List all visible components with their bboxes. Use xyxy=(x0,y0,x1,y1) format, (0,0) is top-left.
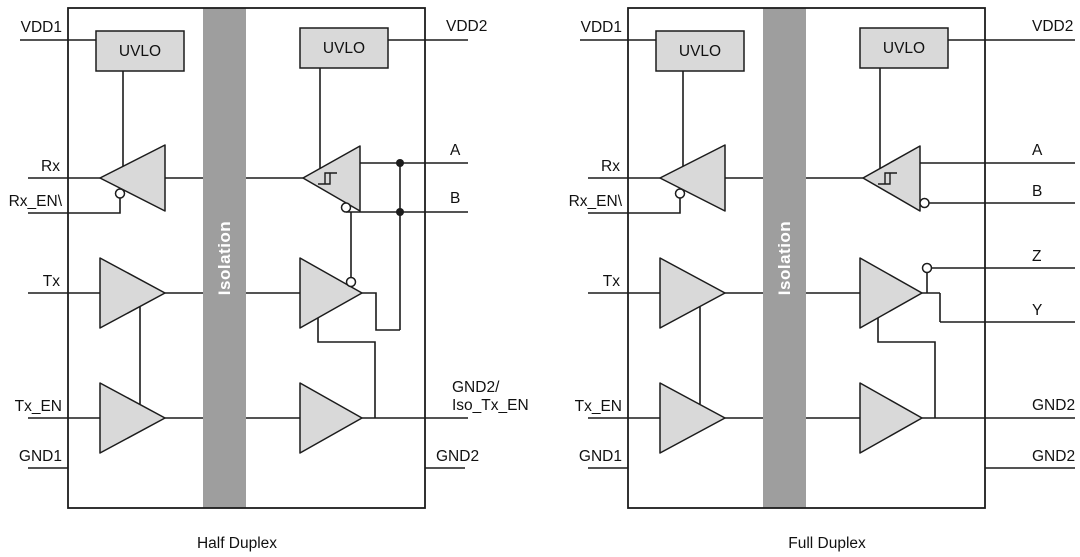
driver-enable-route-line xyxy=(877,318,936,418)
receiver-invert-bubble-icon xyxy=(919,197,930,209)
full-duplex-caption: Full Duplex xyxy=(788,535,866,552)
rx-en-pin-line xyxy=(28,198,121,214)
receiver-enable-bubble-icon xyxy=(340,202,352,213)
vdd2-pin-label: VDD2 xyxy=(446,18,487,35)
uvlo-left-label: UVLO xyxy=(679,43,721,60)
rx-pin-label: Rx xyxy=(601,158,620,175)
gnd2-pin-label: GND2 xyxy=(436,448,479,465)
bus-receiver-triangle xyxy=(302,145,361,212)
isolation-bar xyxy=(763,8,806,508)
full-duplex-diagram: Isolation UVLO VDD1 Rx Rx_EN\ Tx Tx_EN G… xyxy=(569,7,1075,552)
driver-invert-bubble-icon xyxy=(345,276,357,288)
tx-en-buffer-triangle xyxy=(659,382,726,454)
bus-buffer-triangle xyxy=(859,382,923,454)
b-pin-label: B xyxy=(450,190,460,207)
gnd2-top-pin-label: GND2 xyxy=(1032,397,1075,414)
rx-receiver-triangle xyxy=(659,144,726,212)
a-pin-label: A xyxy=(450,142,461,159)
hysteresis-icon xyxy=(318,172,337,185)
rx-receiver-triangle xyxy=(99,144,166,212)
gnd2-iso-pin-label-line1: GND2/ xyxy=(452,379,500,396)
uvlo-box-left xyxy=(655,30,745,72)
b-pin-label: B xyxy=(1032,183,1042,200)
uvlo-right-label: UVLO xyxy=(883,40,925,57)
isolation-label: Isolation xyxy=(775,221,794,295)
half-duplex-diagram: Isolation UVLO VDD1 Rx Rx_EN\ Tx Tx_EN G… xyxy=(9,7,529,552)
rx-pin-label: Rx xyxy=(41,158,60,175)
hysteresis-icon xyxy=(878,172,897,185)
vdd2-pin-label: VDD2 xyxy=(1032,18,1073,35)
y-pin-label: Y xyxy=(1032,302,1042,319)
rx-en-pin-label: Rx_EN\ xyxy=(569,193,623,210)
gnd2-iso-pin-label-line2: Iso_Tx_EN xyxy=(452,397,529,414)
vdd1-pin-label: VDD1 xyxy=(581,19,622,36)
vdd1-pin-label: VDD1 xyxy=(21,19,62,36)
rx-en-pin-line xyxy=(588,198,681,214)
gnd2-bottom-pin-label: GND2 xyxy=(1032,448,1075,465)
half-duplex-caption: Half Duplex xyxy=(197,535,277,552)
bus-receiver-triangle xyxy=(862,145,921,212)
uvlo-left-label: UVLO xyxy=(119,43,161,60)
tx-pin-label: Tx xyxy=(603,273,620,290)
a-junction-dot xyxy=(396,159,404,167)
tx-driver-triangle xyxy=(99,257,166,329)
uvlo-box-right xyxy=(299,27,389,69)
isolation-label: Isolation xyxy=(215,221,234,295)
tx-driver-triangle xyxy=(659,257,726,329)
rx-enable-bubble-icon xyxy=(674,188,686,199)
z-pin-label: Z xyxy=(1032,248,1041,265)
tx-en-buffer-triangle xyxy=(99,382,166,454)
a-pin-label: A xyxy=(1032,142,1043,159)
uvlo-box-right xyxy=(859,27,949,69)
b-junction-dot xyxy=(396,208,404,216)
tx-en-pin-label: Tx_EN xyxy=(575,398,622,415)
bus-buffer-triangle xyxy=(299,382,363,454)
uvlo-box-left xyxy=(95,30,185,72)
bus-driver-triangle xyxy=(299,257,363,329)
gnd1-pin-label: GND1 xyxy=(579,448,622,465)
rx-enable-bubble-icon xyxy=(114,188,126,199)
z-invert-bubble-icon xyxy=(921,262,933,274)
tx-en-pin-label: Tx_EN xyxy=(15,398,62,415)
rx-en-pin-label: Rx_EN\ xyxy=(9,193,63,210)
bus-driver-triangle xyxy=(859,257,923,329)
tx-pin-label: Tx xyxy=(43,273,60,290)
isolation-bar xyxy=(203,8,246,508)
device-outline-box xyxy=(67,7,426,509)
driver-enable-route-line xyxy=(317,318,376,418)
gnd1-pin-label: GND1 xyxy=(19,448,62,465)
device-outline-box xyxy=(627,7,986,509)
uvlo-right-label: UVLO xyxy=(323,40,365,57)
driver-output-route-line xyxy=(362,292,400,331)
